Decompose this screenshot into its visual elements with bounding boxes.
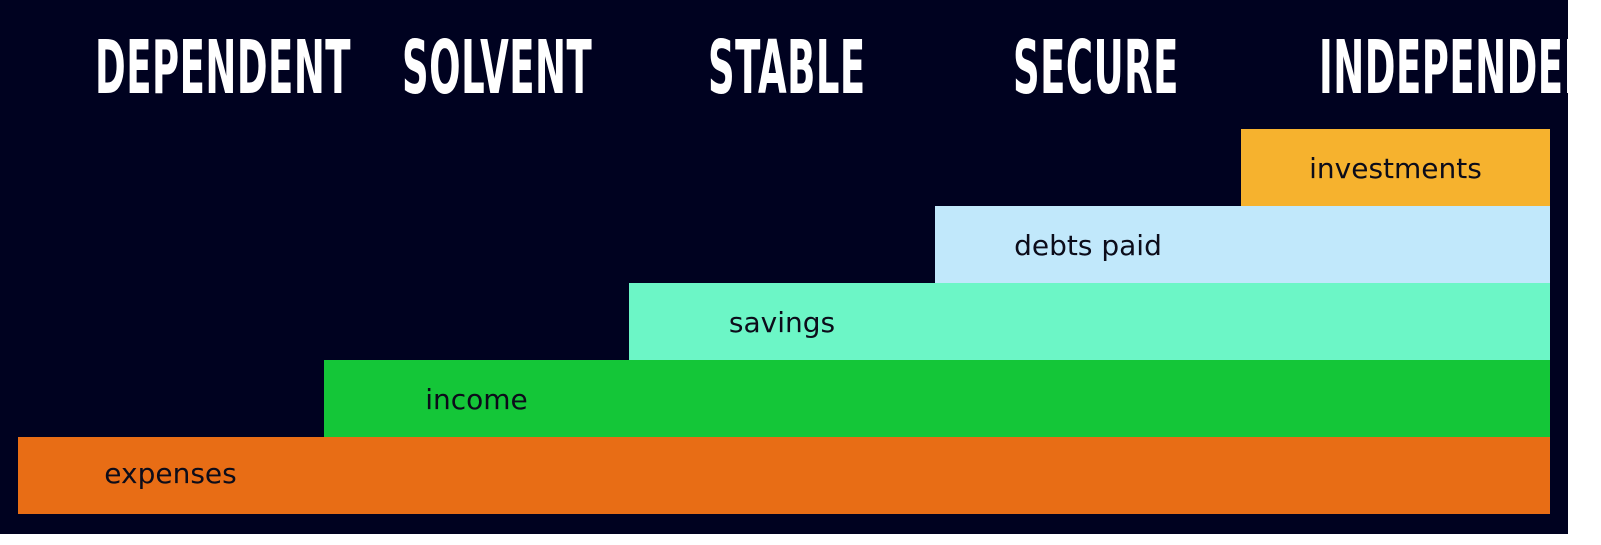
step-savings: savings: [629, 283, 1550, 360]
stage-independent: INDEPENDENT: [1319, 25, 1568, 111]
step-expenses-label: expenses: [104, 457, 237, 490]
step-income: income: [324, 360, 1550, 437]
step-savings-label: savings: [728, 306, 836, 339]
step-debts-paid-label: debts paid: [1014, 229, 1162, 262]
stage-solvent: SOLVENT: [402, 25, 593, 111]
step-debts-paid: debts paid: [935, 206, 1550, 283]
diagram-canvas: DEPENDENT SOLVENT STABLE SECURE INDEPEND…: [0, 0, 1568, 534]
step-expenses: expenses: [18, 437, 1550, 514]
stage-stable: STABLE: [708, 25, 866, 111]
step-investments-label: investments: [1309, 152, 1482, 185]
stage-secure: SECURE: [1013, 25, 1179, 111]
stage-dependent: DEPENDENT: [95, 25, 352, 111]
step-investments: investments: [1241, 129, 1550, 206]
step-income-label: income: [425, 383, 528, 416]
